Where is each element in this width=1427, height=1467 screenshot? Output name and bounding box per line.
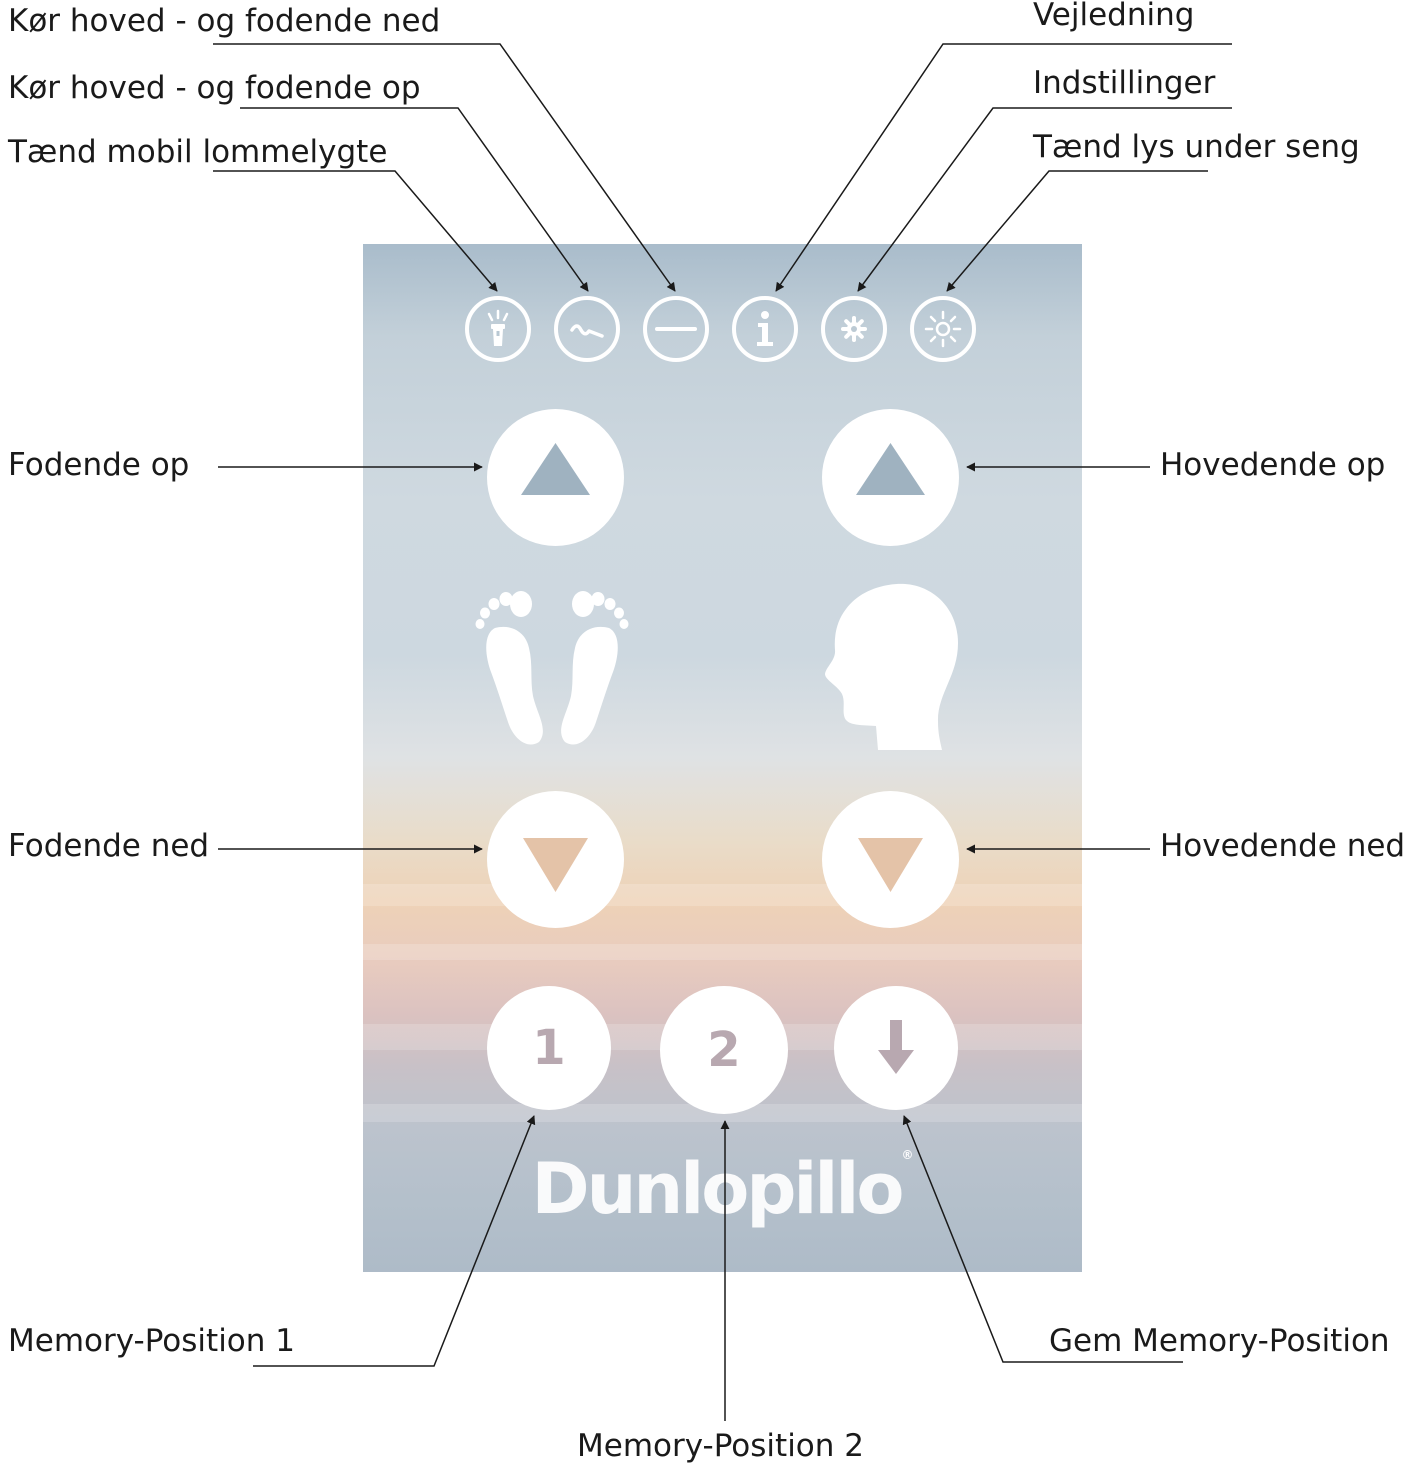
drive-down-button[interactable]	[643, 296, 709, 362]
label-drive-down: Kør hoved - og fodende ned	[8, 3, 441, 39]
memory-2-number: 2	[707, 1022, 741, 1078]
arrow-down-icon	[878, 1020, 914, 1074]
flashlight-button[interactable]	[465, 296, 531, 362]
head-up-button[interactable]	[822, 409, 959, 546]
label-memory-1: Memory-Position 1	[8, 1323, 295, 1359]
label-head-down: Hovedende ned	[1160, 828, 1406, 864]
foot-up-button[interactable]	[487, 409, 624, 546]
wave-icon	[570, 324, 604, 338]
memory-1-number: 1	[532, 1020, 566, 1076]
guide-button[interactable]	[732, 296, 798, 362]
label-foot-down: Fodende ned	[8, 828, 210, 864]
remote-app-screen	[363, 244, 1082, 1272]
label-guide: Vejledning	[1033, 0, 1195, 33]
memory-1-button[interactable]: 1	[487, 986, 611, 1110]
brand-name: Dunlopillo	[531, 1148, 904, 1230]
label-drive-up: Kør hoved - og fodende op	[8, 70, 421, 106]
head-down-button[interactable]	[822, 791, 959, 928]
label-foot-up: Fodende op	[8, 447, 190, 483]
label-memory-2: Memory-Position 2	[577, 1428, 864, 1464]
sky-haze	[363, 944, 1082, 960]
info-icon	[757, 311, 773, 346]
foot-down-button[interactable]	[487, 791, 624, 928]
head-icon	[825, 583, 958, 750]
triangle-up-icon	[856, 443, 925, 495]
sun-icon	[924, 310, 962, 348]
feet-icon	[475, 591, 629, 745]
brand-logo: Dunlopillo®	[363, 1148, 1082, 1230]
label-save-memory: Gem Memory-Position	[1049, 1323, 1390, 1359]
label-head-up: Hovedende op	[1160, 447, 1386, 483]
sky-haze	[363, 884, 1082, 906]
triangle-down-icon	[858, 838, 923, 892]
settings-button[interactable]	[821, 296, 887, 362]
label-settings: Indstillinger	[1033, 65, 1216, 101]
memory-2-button[interactable]: 2	[660, 986, 788, 1114]
drive-up-button[interactable]	[554, 296, 620, 362]
minus-icon	[655, 327, 697, 331]
label-bed-light: Tænd lys under seng	[1033, 129, 1360, 165]
save-memory-button[interactable]	[834, 986, 958, 1110]
brand-registered-mark: ®	[901, 1148, 914, 1162]
gear-icon	[841, 316, 867, 342]
label-flashlight: Tænd mobil lommelygte	[8, 134, 388, 170]
triangle-up-icon	[521, 443, 590, 495]
triangle-down-icon	[523, 838, 588, 892]
flashlight-icon	[487, 309, 509, 346]
bed-light-button[interactable]	[910, 296, 976, 362]
